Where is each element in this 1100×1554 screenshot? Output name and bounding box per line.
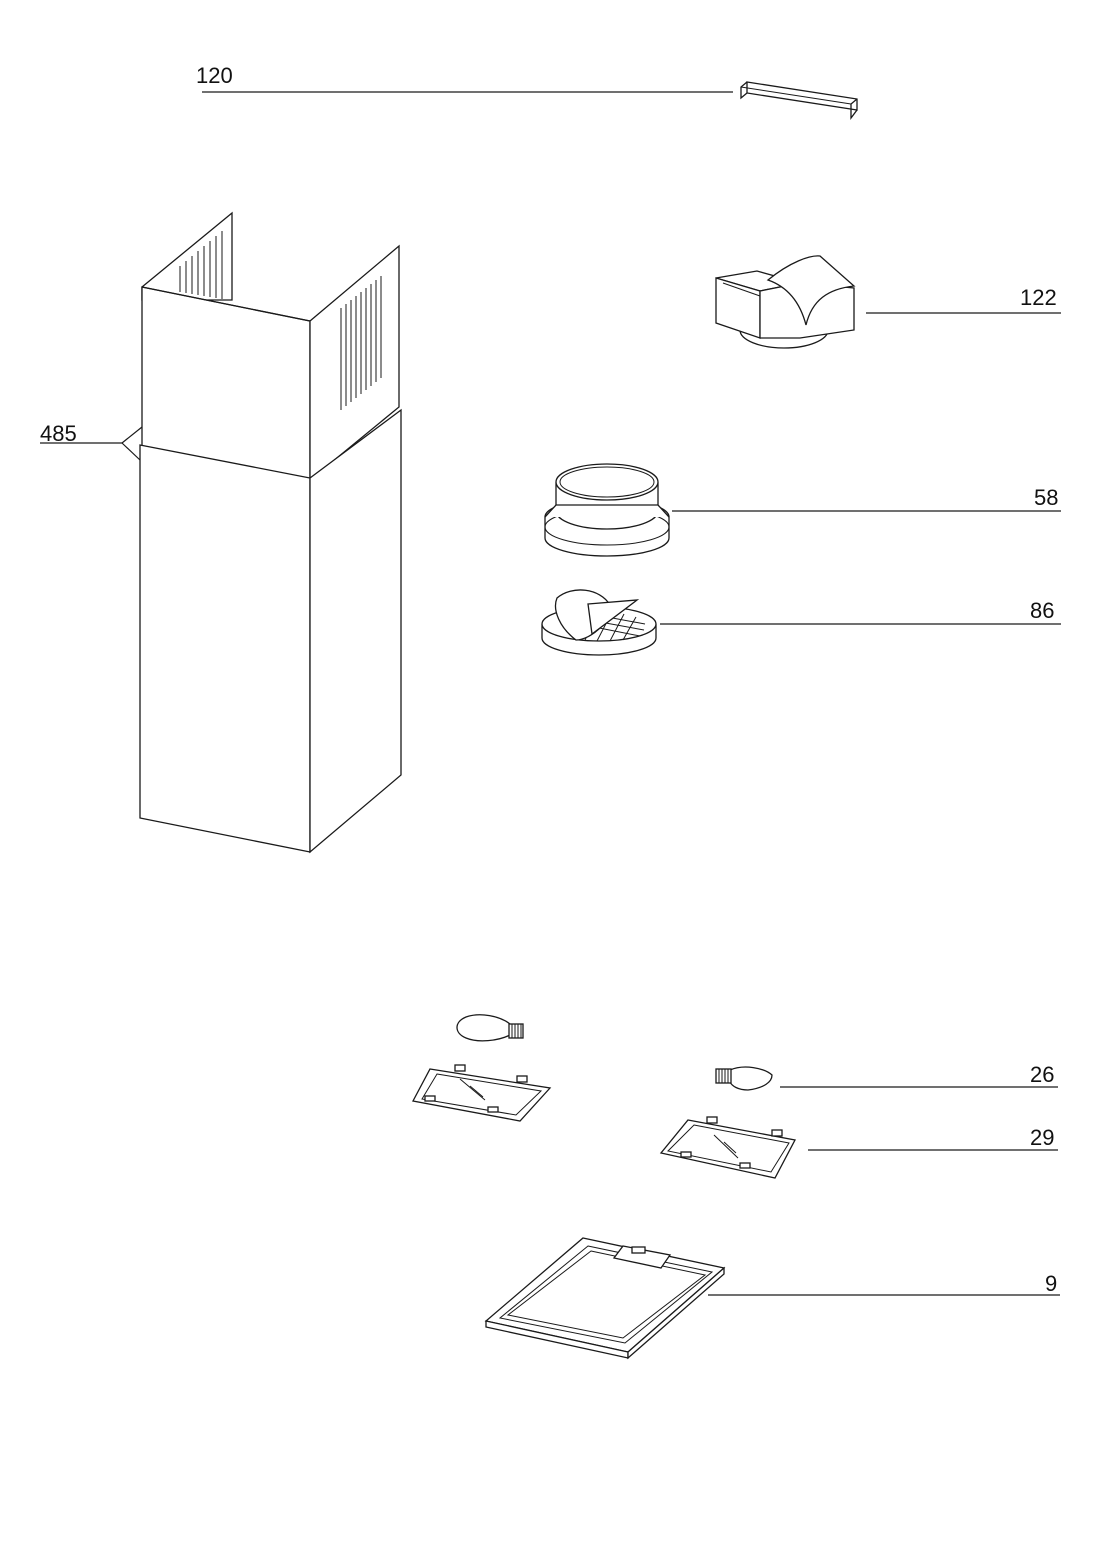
part-number-86: 86 <box>1030 598 1054 623</box>
lamp-cover-left <box>412 1064 552 1122</box>
leader-122: 122 <box>866 285 1061 314</box>
leader-58: 58 <box>672 485 1061 512</box>
part-number-26: 26 <box>1030 1062 1054 1087</box>
part-485-chimney <box>139 211 402 854</box>
part-number-485: 485 <box>40 421 77 446</box>
leader-485: 485 <box>40 421 143 461</box>
part-number-120: 120 <box>196 63 233 88</box>
leader-120: 120 <box>196 63 733 93</box>
part-number-9: 9 <box>1045 1271 1057 1296</box>
leader-29: 29 <box>808 1125 1058 1151</box>
leader-26: 26 <box>780 1062 1058 1088</box>
part-number-122: 122 <box>1020 285 1057 310</box>
part-122-air-deflector <box>715 255 856 349</box>
part-29-lamp-cover <box>659 1116 796 1179</box>
bulb-left <box>456 1014 524 1042</box>
part-120-bracket <box>740 81 858 120</box>
leader-9: 9 <box>708 1271 1060 1296</box>
part-number-29: 29 <box>1030 1125 1054 1150</box>
part-9-grease-filter <box>484 1237 726 1360</box>
leader-86: 86 <box>660 598 1061 625</box>
part-86-non-return-valve <box>541 589 657 656</box>
part-26-bulb <box>715 1066 773 1091</box>
part-58-duct-adapter <box>544 463 670 557</box>
part-number-58: 58 <box>1034 485 1058 510</box>
